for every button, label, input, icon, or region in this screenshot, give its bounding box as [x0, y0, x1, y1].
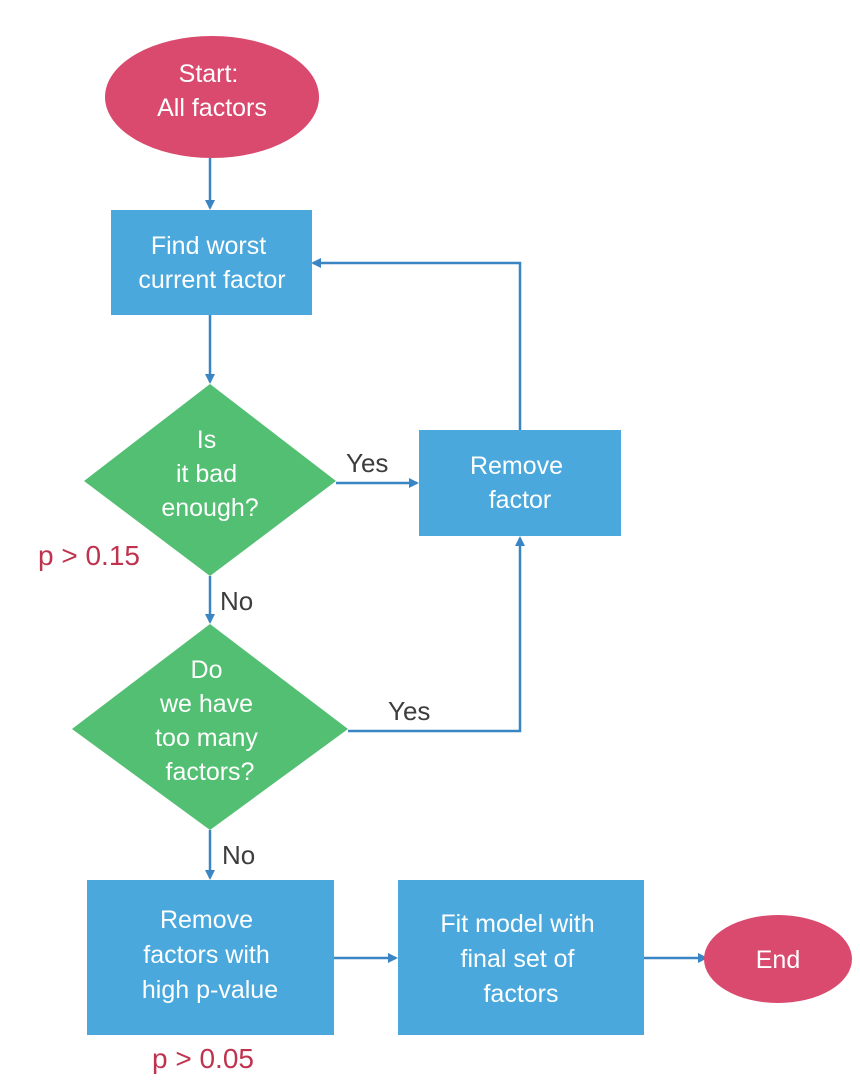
remove-high-p-process — [87, 880, 334, 1035]
is-bad-label-line: it bad — [176, 460, 237, 488]
fit-model-label-line: factors — [483, 980, 558, 1008]
too-many-label-line: we have — [159, 690, 253, 718]
remove-factor-label-line: factor — [489, 486, 552, 514]
arrow-too-many-yes — [348, 536, 525, 733]
remove-factor-label-line: Remove — [470, 452, 563, 480]
threshold-remove: p > 0.15 — [38, 540, 140, 571]
yes-label-too-many: Yes — [388, 696, 430, 726]
find-worst-process — [111, 210, 312, 315]
connectors — [205, 158, 708, 963]
too-many-label-line: factors? — [166, 758, 255, 786]
start-label-line: Start: — [179, 60, 239, 88]
fit-model-label: Fit model with final set of factors — [440, 910, 601, 1008]
end-label: End — [756, 946, 800, 974]
end-label-line: End — [756, 946, 800, 974]
remove-high-p-label: Remove factors with high p-value — [142, 906, 278, 1004]
start-label-line: All factors — [157, 94, 267, 122]
remove-high-p-label-line: factors with — [143, 941, 269, 969]
too-many-decision — [72, 624, 348, 830]
fit-model-process — [398, 880, 644, 1035]
find-worst-label-line: current factor — [138, 266, 285, 294]
is-bad-label-line: Is — [197, 426, 216, 454]
find-worst-label: Find worst current factor — [138, 232, 285, 294]
no-label-too-many: No — [222, 840, 255, 870]
is-bad-label-line: enough? — [161, 494, 258, 522]
too-many-label-line: too many — [155, 724, 258, 752]
is-bad-label: Is it bad enough? — [161, 426, 258, 522]
remove-factor-label: Remove factor — [470, 452, 570, 514]
threshold-final: p > 0.05 — [152, 1043, 254, 1074]
is-bad-decision — [84, 384, 336, 576]
remove-high-p-label-line: Remove — [160, 906, 253, 934]
arrow-remove-loop-back — [311, 258, 522, 430]
end-terminal — [704, 915, 852, 1003]
start-label: Start: All factors — [157, 60, 267, 122]
remove-factor-process — [419, 430, 621, 536]
fit-model-label-line: Fit model with — [440, 910, 594, 938]
start-terminal — [105, 36, 319, 158]
no-label-is-bad: No — [220, 586, 253, 616]
remove-high-p-label-line: high p-value — [142, 976, 278, 1004]
find-worst-label-line: Find worst — [151, 232, 266, 260]
fit-model-label-line: final set of — [461, 945, 575, 973]
too-many-label-line: Do — [191, 656, 223, 684]
yes-label-is-bad: Yes — [346, 448, 388, 478]
too-many-label: Do we have too many factors? — [155, 656, 265, 786]
